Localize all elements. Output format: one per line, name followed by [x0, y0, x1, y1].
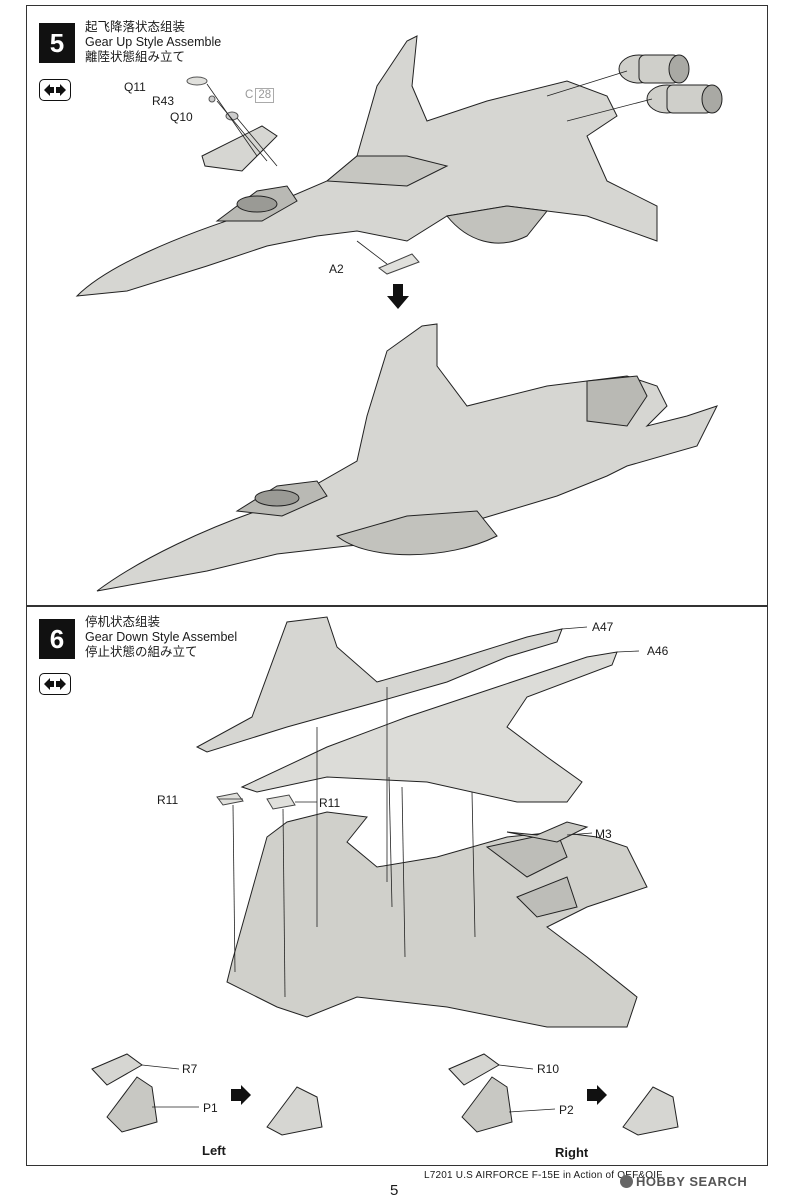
- title-english: Gear Up Style Assemble: [85, 35, 222, 49]
- gear-down-exploded-illustration: [91, 616, 679, 1136]
- left-gear-assembly: [91, 1053, 323, 1136]
- watermark-logo-icon: [620, 1175, 633, 1188]
- part-a47-upper-fuselage: [195, 616, 563, 753]
- label-r7: R7: [182, 1062, 198, 1076]
- step-title: 停机状态组装 Gear Down Style Assembel 停止状態の組み立…: [85, 615, 237, 660]
- right-gear-assembly: [448, 1053, 679, 1136]
- label-a46: A46: [647, 644, 669, 658]
- aircraft-top: [75, 35, 658, 297]
- label-r43: R43: [152, 94, 175, 108]
- part-r43: [208, 95, 216, 103]
- engine-nozzle-parts: [618, 54, 723, 114]
- label-m3: M3: [595, 827, 612, 841]
- step-title: 起飞降落状态组装 Gear Up Style Assemble 離陸状態組み立て: [85, 20, 221, 65]
- part-m3-lower-fuselage: [226, 811, 648, 1028]
- side-label-right: Right: [555, 1145, 589, 1160]
- arrow-right-icon: [231, 1085, 251, 1105]
- arrow-right-icon: [587, 1085, 607, 1105]
- symmetric-arrows-icon: [39, 79, 71, 101]
- step-5-panel: 5 起飞降落状态组装 Gear Up Style Assemble 離陸状態組み…: [26, 5, 768, 606]
- label-r10: R10: [537, 1062, 560, 1076]
- stabilizer-part: [201, 125, 278, 172]
- watermark: HOBBY SEARCH: [620, 1174, 747, 1189]
- label-r11-left: R11: [157, 793, 179, 807]
- assembly-guide-lines: [219, 626, 640, 998]
- side-label-left: Left: [202, 1143, 226, 1158]
- title-chinese: 停机状态组装: [85, 615, 161, 629]
- gear-up-aircraft-illustration: [75, 35, 723, 592]
- product-code: L7201 U.S AIRFORCE F-15E in Action of OE…: [424, 1170, 663, 1181]
- part-a2: [378, 253, 420, 275]
- step-6-panel: 6 停机状态组装 Gear Down Style Assembel 停止状態の組…: [26, 606, 768, 1166]
- title-japanese: 停止状態の組み立て: [85, 645, 198, 659]
- title-japanese: 離陸状態組み立て: [85, 50, 186, 64]
- symmetric-arrows-icon: [39, 673, 71, 695]
- reference-c-number: 28: [255, 88, 275, 103]
- label-q11: Q11: [124, 80, 146, 94]
- label-a2: A2: [329, 262, 344, 276]
- label-r11-right: R11: [319, 796, 341, 810]
- gear-leader-lines: [141, 1064, 556, 1113]
- part-r11-right: [266, 794, 296, 810]
- step-number: 6: [39, 619, 75, 659]
- label-a47: A47: [592, 620, 614, 634]
- down-arrow-icon: [387, 284, 409, 309]
- title-chinese: 起飞降落状态组装: [85, 20, 186, 34]
- part-a46-wing: [240, 651, 618, 803]
- part-q11: [186, 76, 208, 86]
- watermark-text: HOBBY SEARCH: [636, 1174, 748, 1189]
- assembly-guide-lines: [206, 70, 653, 265]
- title-english: Gear Down Style Assembel: [85, 630, 238, 644]
- label-p2: P2: [559, 1103, 574, 1117]
- step-number: 5: [39, 23, 75, 63]
- aircraft-bottom: [96, 323, 718, 592]
- label-p1: P1: [203, 1101, 218, 1115]
- page-number: 5: [390, 1182, 399, 1199]
- reference-c-letter: C: [245, 89, 254, 101]
- label-q10: Q10: [170, 110, 193, 124]
